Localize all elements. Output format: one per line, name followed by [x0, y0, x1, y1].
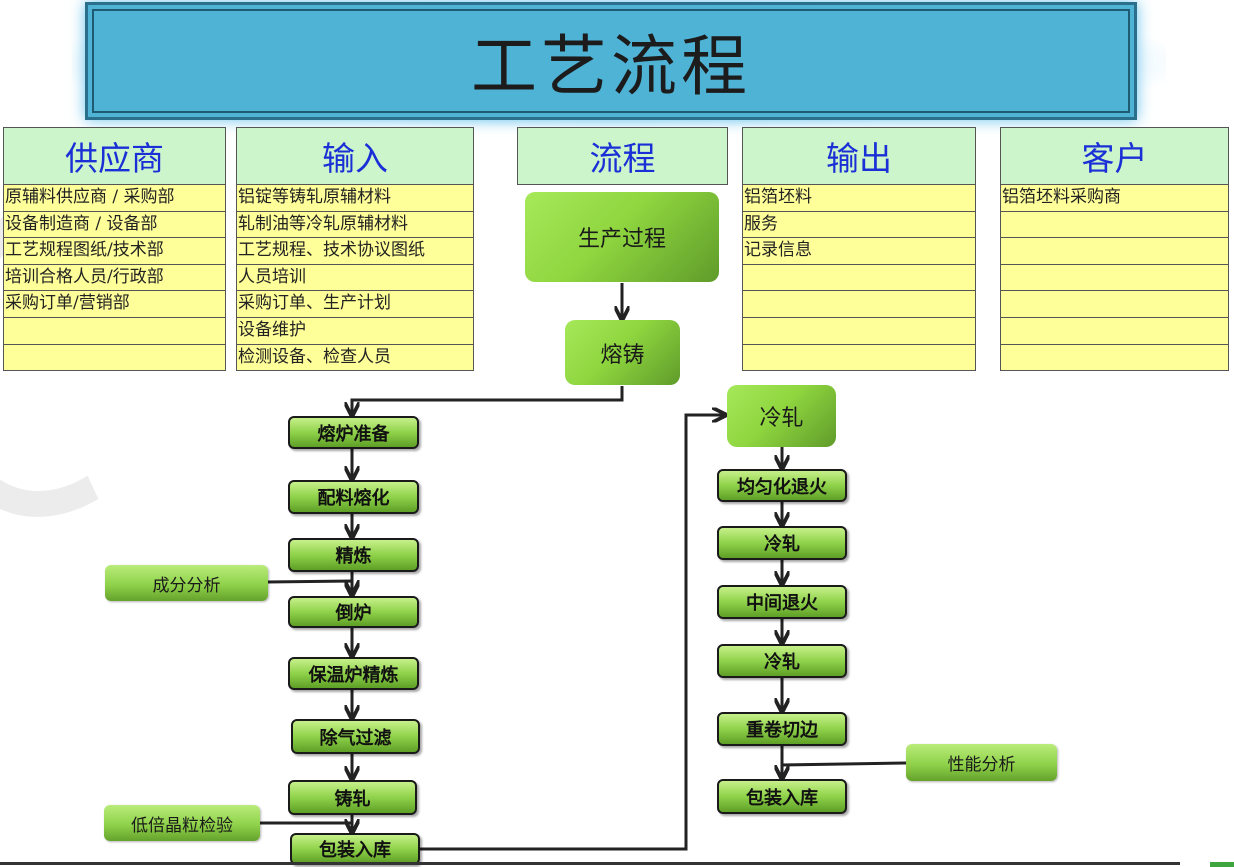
step-batching-melting: 配料熔化: [288, 480, 419, 514]
customer-header: 客户: [1000, 127, 1229, 185]
node-production-process: 生产过程: [525, 192, 719, 282]
output-row: 服务: [742, 211, 976, 239]
arrow-grain-inspection: [260, 823, 352, 831]
step-degas-filter: 除气过滤: [291, 719, 420, 754]
customer-row: [1000, 211, 1229, 239]
supplier-row: [3, 317, 226, 345]
output-column: 输出 铝箔坯料 服务 记录信息: [742, 127, 976, 372]
output-row: 铝箔坯料: [742, 185, 976, 212]
node-cold-rolling: 冷轧: [727, 385, 836, 447]
step-holding-refining: 保温炉精炼: [288, 657, 419, 690]
customer-row: [1000, 291, 1229, 318]
side-performance-analysis: 性能分析: [906, 744, 1057, 781]
step-homogenizing-anneal: 均匀化退火: [717, 469, 847, 502]
arrow-to-cold-rolling: [420, 415, 724, 851]
input-row: 检测设备、检查人员: [236, 344, 474, 372]
node-casting: 熔铸: [565, 320, 680, 385]
corner-mark: [1210, 862, 1234, 867]
supplier-header: 供应商: [3, 127, 226, 185]
customer-column: 客户 铝箔坯料采购商: [1000, 127, 1229, 372]
step-cast-rolling: 铸轧: [288, 780, 417, 815]
step-rewind-trim: 重卷切边: [717, 712, 847, 746]
supplier-row: 工艺规程图纸/技术部: [3, 238, 226, 265]
page-title: 工艺流程: [471, 28, 751, 105]
process-column: 流程: [517, 127, 728, 185]
step-furnace-prep: 熔炉准备: [288, 416, 419, 449]
step-package-storage: 包装入库: [717, 779, 847, 814]
step-refining: 精炼: [288, 538, 419, 572]
input-row: 工艺规程、技术协议图纸: [236, 238, 474, 265]
input-row: 设备维护: [236, 317, 474, 345]
input-column: 输入 铝锭等铸轧原辅材料 轧制油等冷轧原辅材料 工艺规程、技术协议图纸 人员培训…: [236, 127, 474, 372]
supplier-row: 原辅料供应商 / 采购部: [3, 185, 226, 212]
customer-row: 铝箔坯料采购商: [1000, 185, 1229, 212]
side-composition-analysis: 成分分析: [105, 565, 268, 601]
output-header: 输出: [742, 127, 976, 185]
customer-row: [1000, 317, 1229, 345]
input-row: 采购订单、生产计划: [236, 291, 474, 318]
process-header: 流程: [517, 127, 728, 185]
supplier-column: 供应商 原辅料供应商 / 采购部 设备制造商 / 设备部 工艺规程图纸/技术部 …: [3, 127, 226, 372]
step-cold-rolling: 冷轧: [717, 526, 847, 560]
output-row: [742, 344, 976, 372]
side-grain-inspection: 低倍晶粒检验: [104, 805, 260, 841]
customer-row: [1000, 264, 1229, 292]
customer-row: [1000, 238, 1229, 265]
step-furnace-transfer: 倒炉: [288, 596, 419, 628]
step-cold-rolling: 冷轧: [717, 644, 847, 678]
input-row: 铝锭等铸轧原辅材料: [236, 185, 474, 212]
input-header: 输入: [236, 127, 474, 185]
title-banner: 工艺流程: [85, 2, 1137, 120]
input-row: 轧制油等冷轧原辅材料: [236, 211, 474, 239]
customer-row: [1000, 344, 1229, 372]
output-row: [742, 317, 976, 345]
output-row: [742, 264, 976, 292]
supplier-row: 设备制造商 / 设备部: [3, 211, 226, 239]
step-package-storage: 包装入库: [290, 833, 420, 865]
supplier-row: 采购订单/营销部: [3, 291, 226, 318]
arrow-performance-analysis: [782, 761, 907, 777]
output-row: 记录信息: [742, 238, 976, 265]
arrow-casting-to-furnace-prep: [352, 386, 624, 414]
input-row: 人员培训: [236, 264, 474, 292]
supplier-row: [3, 344, 226, 372]
bottom-rule: [0, 862, 1180, 865]
output-row: [742, 291, 976, 318]
supplier-row: 培训合格人员/行政部: [3, 264, 226, 292]
step-intermediate-anneal: 中间退火: [717, 585, 847, 619]
arrow-composition-analysis: [266, 579, 352, 592]
